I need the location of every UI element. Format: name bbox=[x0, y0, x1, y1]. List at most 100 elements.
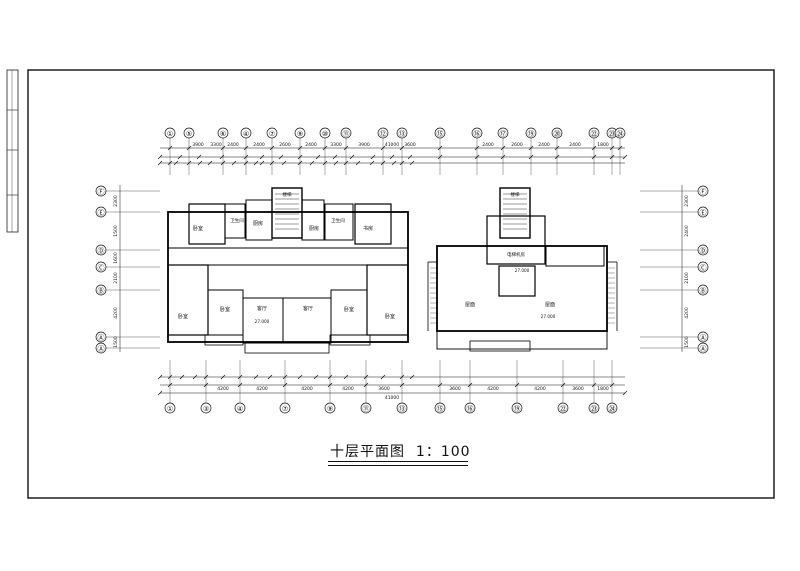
grid-label-top: ⑯ bbox=[474, 130, 481, 138]
grid-label-bottom: ③ bbox=[203, 405, 209, 413]
dim-chain-top-3-tick bbox=[380, 160, 386, 166]
dim-chain-top-2-tick bbox=[591, 154, 597, 160]
room-label-bedroom-4: 卧室 bbox=[344, 306, 354, 313]
dim-text-left: 1600 bbox=[113, 252, 119, 264]
dim-chain-top-3-tick bbox=[297, 160, 303, 166]
left-balcony-1 bbox=[204, 334, 244, 346]
dim-chain-top-2-tick bbox=[315, 154, 321, 160]
room-label-living-2: 客厅 bbox=[303, 305, 313, 312]
row-label-left: Ⓔ bbox=[98, 209, 105, 217]
dim-chain-bottom-2-tick bbox=[560, 382, 566, 388]
left-kitchen-1 bbox=[245, 199, 273, 241]
dim-chain-bottom-2-tick bbox=[327, 382, 333, 388]
dim-chain-top-1-tick bbox=[186, 145, 192, 151]
dim-chain-bottom-1-tick bbox=[297, 374, 303, 380]
dim-chain-top-1-tick bbox=[437, 145, 443, 151]
grid-label-top: ㉓ bbox=[609, 130, 616, 138]
stair-core-right bbox=[499, 187, 531, 239]
wall-layer bbox=[167, 187, 618, 354]
dim-chain-bottom-2-tick bbox=[203, 382, 209, 388]
dim-text-bottom: 1800 bbox=[597, 386, 609, 392]
grid-label-top: ⑰ bbox=[500, 130, 507, 138]
dim-text-bottom: 4200 bbox=[534, 386, 546, 392]
dim-chain-bottom-1-tick bbox=[380, 374, 386, 380]
grid-label-top: ⑮ bbox=[437, 130, 444, 138]
dim-chain-top-3-tick bbox=[243, 160, 249, 166]
room-label-study: 书房 bbox=[363, 225, 373, 232]
row-label-right: Ⓓ bbox=[700, 247, 707, 255]
dim-chain-bottom-1-tick bbox=[179, 374, 185, 380]
grid-label-bottom: ⑬ bbox=[399, 405, 406, 413]
dim-text-bottom: 4200 bbox=[342, 386, 354, 392]
dim-chain-bottom-1-tick bbox=[282, 374, 288, 380]
dim-chain-top-1-tick bbox=[297, 145, 303, 151]
dim-chain-top-3-tick bbox=[409, 160, 415, 166]
dim-text-bottom: 3600 bbox=[572, 386, 584, 392]
grid-label-top: ㉔ bbox=[617, 130, 624, 138]
dim-chain-bottom-1-tick bbox=[327, 374, 333, 380]
dim-chain-top-1-tick bbox=[609, 145, 615, 151]
grid-label-bottom: ⑨ bbox=[327, 405, 333, 413]
left-bath-2 bbox=[224, 203, 246, 239]
dim-text-top: 2600 bbox=[279, 142, 291, 148]
dim-chain-top-3-tick bbox=[369, 160, 375, 166]
grid-label-bottom: ㉒ bbox=[560, 405, 567, 413]
dim-chain-top-3-tick bbox=[269, 160, 275, 166]
left-kitchen-2 bbox=[301, 199, 325, 241]
dim-chain-top-3-tick bbox=[173, 160, 179, 166]
dim-text-right: 2400 bbox=[684, 225, 690, 237]
grid-label-top: ⑳ bbox=[554, 130, 561, 138]
elevation-mark: 27.000 bbox=[515, 268, 530, 273]
dim-chain-top-2-tick bbox=[219, 154, 225, 160]
room-label-stair-2: 楼梯 bbox=[511, 191, 520, 198]
room-label-bath-2: 卫生间 bbox=[331, 217, 345, 224]
dim-chain-bottom-2-tick bbox=[363, 382, 369, 388]
dim-chain-bottom-1-tick bbox=[192, 374, 198, 380]
dim-chain-top-1-tick bbox=[380, 145, 386, 151]
sheet-frame bbox=[27, 69, 775, 499]
dim-text-bottom: 4200 bbox=[217, 386, 229, 392]
dim-chain-top-1-tick bbox=[343, 145, 349, 151]
dim-text-right: 2100 bbox=[684, 272, 690, 284]
drawing-title-text: 十层平面图 bbox=[330, 444, 405, 460]
row-label-left: Ⓓ bbox=[98, 247, 105, 255]
room-label-bedroom-1: 卧室 bbox=[193, 225, 203, 232]
dim-chain-bottom-1-tick bbox=[253, 374, 259, 380]
dim-chain-top-2-tick bbox=[528, 154, 534, 160]
grid-label-top: ⑨ bbox=[297, 130, 303, 138]
grid-label-top: ⑪ bbox=[343, 130, 350, 138]
dim-chain-top-2-tick bbox=[474, 154, 480, 160]
grid-label-top: ⑫ bbox=[380, 130, 387, 138]
row-label-right: Ⓑ bbox=[700, 287, 707, 295]
dim-chain-bottom-1-tick bbox=[267, 374, 273, 380]
row-label-left: Ⓒ bbox=[98, 264, 105, 272]
dim-text-top: 2600 bbox=[511, 142, 523, 148]
row-label-right: Ⓐ bbox=[700, 345, 707, 353]
dim-chain-top-2-tick bbox=[370, 154, 376, 160]
dim-chain-top-2-tick bbox=[349, 154, 355, 160]
title-block-strip bbox=[6, 69, 19, 233]
dim-text-top: 3900 bbox=[192, 142, 204, 148]
grid-label-bottom: ④ bbox=[237, 405, 243, 413]
dim-text-top: 2400 bbox=[482, 142, 494, 148]
drawing-title: 十层平面图 1：100 bbox=[330, 441, 471, 461]
room-label-stair-1: 楼梯 bbox=[283, 191, 292, 198]
dim-chain-top-1-tick bbox=[243, 145, 249, 151]
dim-text-right: 4200 bbox=[684, 307, 690, 319]
dim-chain-bottom-1-tick bbox=[237, 374, 243, 380]
dim-chain-top-2-tick bbox=[437, 154, 443, 160]
right-room-e bbox=[545, 245, 605, 267]
dim-chain-bottom-2-tick bbox=[514, 382, 520, 388]
row-label-left: Ⓐ bbox=[98, 345, 105, 353]
row-label-left: Ⓐ bbox=[98, 334, 105, 342]
row-label-left: Ⓑ bbox=[98, 287, 105, 295]
dim-chain-top-3-tick bbox=[167, 160, 173, 166]
dim-text-top: 2400 bbox=[569, 142, 581, 148]
grid-label-top: ④ bbox=[243, 130, 249, 138]
dim-chain-top-2-tick bbox=[407, 154, 413, 160]
dim-chain-bottom-1-tick bbox=[343, 374, 349, 380]
label-layer: 卧室卧室卧室卧室卧室厨房厨房卫生间卫生间客厅客厅书房楼梯楼梯电梯机房屋面屋面27… bbox=[178, 191, 556, 324]
dim-text-top: 1800 bbox=[597, 142, 609, 148]
